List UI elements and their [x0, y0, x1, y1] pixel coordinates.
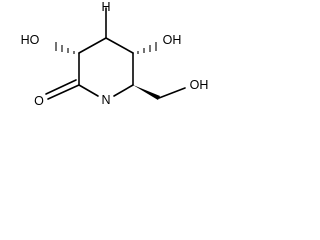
hashed-bond-c3-ho — [55, 42, 75, 54]
hashed-bond-c5-oh — [137, 42, 157, 54]
atom-label-carbonyl-o: O — [34, 94, 44, 108]
atom-label-ring-n: N — [101, 93, 110, 107]
atom-label-oh-top: H — [101, 0, 110, 14]
molecule-structure: HO H OH OH O N — [21, 0, 209, 108]
bond-carbonyl-2 — [45, 79, 77, 95]
atom-label-oh-right: OH — [163, 33, 182, 47]
wedge-bond-c6-ch2 — [133, 85, 160, 100]
bond-n-c2 — [78, 84, 99, 97]
atom-label-ho-left: HO — [21, 33, 40, 47]
bond-c6-n — [113, 84, 134, 97]
bond-carbonyl-1 — [47, 84, 80, 100]
bond-c3-c4 — [78, 37, 107, 54]
atom-label-oh-chain: OH — [190, 78, 209, 92]
bond-c4-c5 — [105, 37, 134, 54]
bond-ch2-oh — [158, 87, 186, 99]
